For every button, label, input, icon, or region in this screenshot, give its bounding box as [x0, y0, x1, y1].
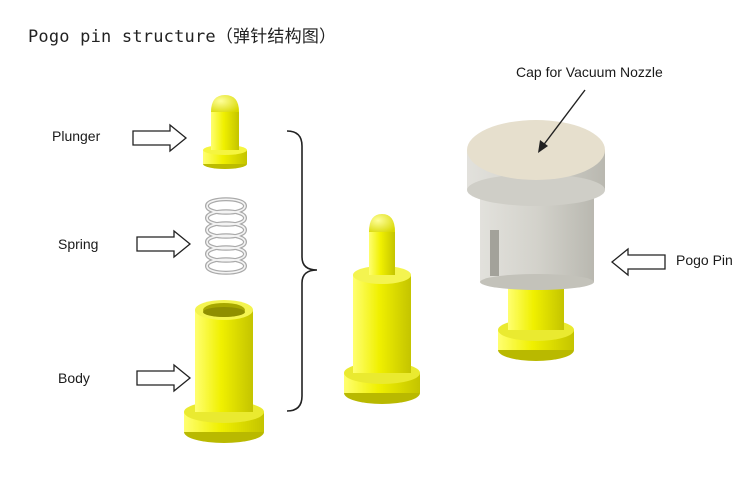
spring-part: [204, 197, 248, 275]
grouping-brace: [286, 130, 318, 412]
assembled-pogo-pin: [344, 214, 420, 404]
arrow-icon-body: [136, 363, 192, 393]
arrow-icon-pogo-pin: [610, 247, 666, 277]
label-cap-for-vacuum-nozzle: Cap for Vacuum Nozzle: [516, 64, 663, 80]
arrow-icon-plunger: [132, 123, 188, 153]
pogo-pin-with-cap: [467, 120, 605, 361]
label-spring: Spring: [58, 236, 99, 252]
leader-arrow-cap: [538, 89, 586, 153]
plunger-part: [203, 95, 247, 169]
body-part: [184, 300, 264, 443]
label-pogo-pin: Pogo Pin: [676, 252, 733, 268]
label-plunger: Plunger: [52, 128, 101, 144]
label-body: Body: [58, 370, 90, 386]
page-title: Pogo pin structure（弹针结构图）: [28, 27, 337, 47]
arrow-icon-spring: [136, 229, 192, 259]
